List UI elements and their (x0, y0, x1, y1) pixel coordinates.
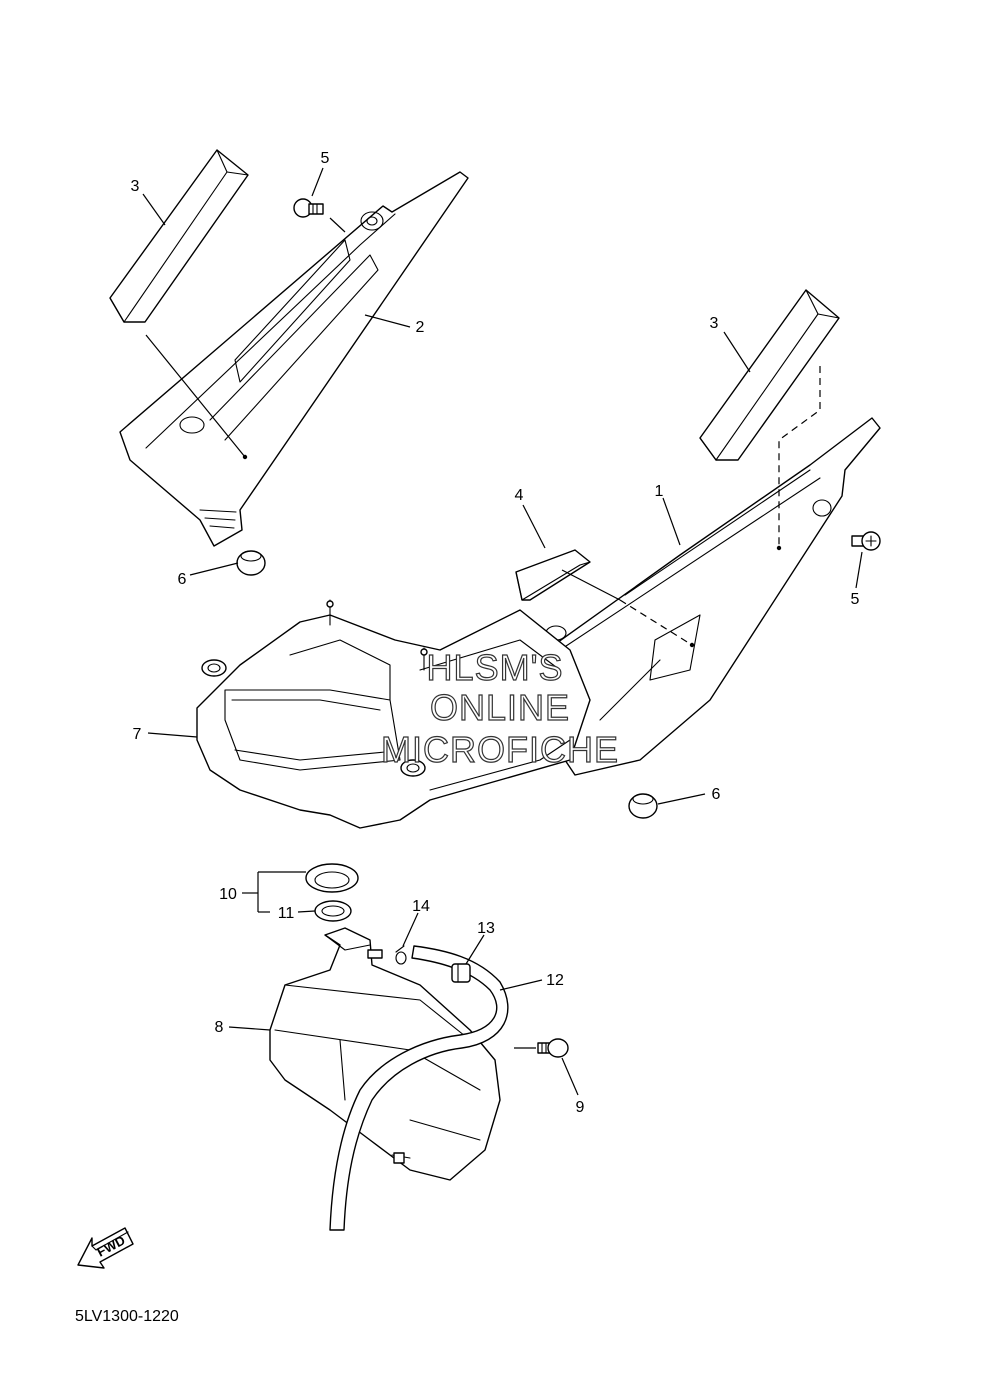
callout-5-right: 5 (851, 591, 860, 608)
callout-8: 8 (215, 1019, 224, 1036)
fwd-arrow-icon: FWD (77, 1227, 134, 1269)
callout-13: 13 (477, 920, 495, 937)
part-11-seal-ring (314, 900, 352, 922)
part-13-hose-clamp (451, 963, 471, 983)
watermark: HLSM'S ONLINE MICROFICHE (380, 646, 619, 770)
callout-1: 1 (655, 483, 664, 500)
alignment-dashed-lines (619, 366, 821, 646)
part-8-reservoir-tank (269, 927, 501, 1181)
part-7-under-tray (196, 599, 591, 829)
part-12-overflow-hose (329, 945, 509, 1231)
callout-12: 12 (546, 972, 564, 989)
part-3-pad-left (109, 149, 249, 323)
callout-4: 4 (515, 487, 524, 504)
callout-labels: 1 2 3 3 4 5 5 6 6 7 8 9 10 11 12 13 14 (131, 150, 860, 1116)
callout-9: 9 (576, 1099, 585, 1116)
watermark-line-2: ONLINE (430, 687, 570, 728)
part-1-side-cover-right (539, 417, 881, 776)
part-9-bolt (537, 1038, 569, 1058)
part-3-pad-right (699, 289, 840, 461)
callout-2: 2 (416, 319, 425, 336)
callout-5-left: 5 (321, 150, 330, 167)
part-6-grommet-left (236, 550, 266, 576)
callout-3-right: 3 (710, 315, 719, 332)
callout-14: 14 (412, 898, 430, 915)
callout-7: 7 (133, 726, 142, 743)
callout-6-left: 6 (178, 571, 187, 588)
part-5-screw-left (293, 198, 324, 218)
leader-lines (142, 167, 863, 1096)
part-6-grommet-right (628, 793, 658, 819)
callout-11: 11 (278, 905, 295, 922)
callout-3-left: 3 (131, 178, 140, 195)
part-4-pad-small (515, 549, 591, 601)
watermark-line-1: HLSM'S (427, 647, 564, 688)
diagram-code: 5LV1300-1220 (75, 1308, 179, 1325)
callout-6-right: 6 (712, 786, 721, 803)
callout-10: 10 (219, 886, 237, 903)
part-14-clip (395, 945, 407, 965)
watermark-line-3: MICROFICHE (381, 729, 619, 770)
part-5-screw-right (851, 531, 881, 551)
part-10-cap (305, 863, 359, 893)
